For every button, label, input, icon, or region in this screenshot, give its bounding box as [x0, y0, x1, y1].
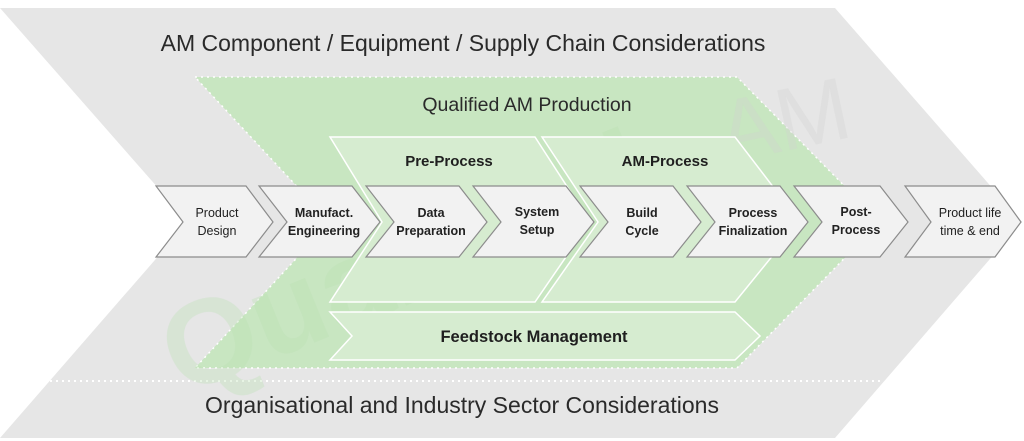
- step-label: time & end: [940, 224, 1000, 238]
- step-chevron-product-design: Product Design: [154, 185, 274, 258]
- am-process-title: AM-Process: [622, 153, 709, 170]
- step-chevron-build-cycle: Build Cycle: [578, 185, 702, 258]
- step-label: Manufact.: [295, 206, 353, 220]
- step-chevron-data-preparation: Data Preparation: [364, 185, 488, 258]
- bottom-band-title: Organisational and Industry Sector Consi…: [205, 392, 719, 418]
- step-label: Finalization: [719, 224, 788, 238]
- step-label: Product: [195, 206, 239, 220]
- step-label: Product life: [939, 206, 1002, 220]
- step-label: Setup: [520, 223, 555, 237]
- feedstock-title: Feedstock Management: [440, 328, 628, 346]
- qualified-zone-title: Qualified AM Production: [422, 94, 631, 116]
- step-label: Process: [832, 223, 881, 237]
- step-chevron-post-process: Post- Process: [792, 185, 909, 258]
- top-band-title: AM Component / Equipment / Supply Chain …: [161, 30, 766, 56]
- feedstock-phase: [328, 311, 762, 361]
- step-label: Preparation: [396, 224, 465, 238]
- step-label: Design: [198, 224, 237, 238]
- step-label: Process: [729, 206, 778, 220]
- step-chevron-manufact-engineering: Manufact. Engineering: [257, 185, 381, 258]
- pre-process-title: Pre-Process: [405, 153, 493, 170]
- step-chevron-process-finalization: Process Finalization: [685, 185, 809, 258]
- step-label: Engineering: [288, 224, 360, 238]
- step-label: System: [515, 205, 559, 219]
- step-label: Post-: [840, 205, 871, 219]
- step-label: Build: [626, 206, 657, 220]
- step-label: Data: [417, 206, 445, 220]
- step-chevron-product-lifetime-end: Product life time & end: [903, 185, 1022, 258]
- step-chevron-system-setup: System Setup: [471, 185, 595, 258]
- step-label: Cycle: [625, 224, 658, 238]
